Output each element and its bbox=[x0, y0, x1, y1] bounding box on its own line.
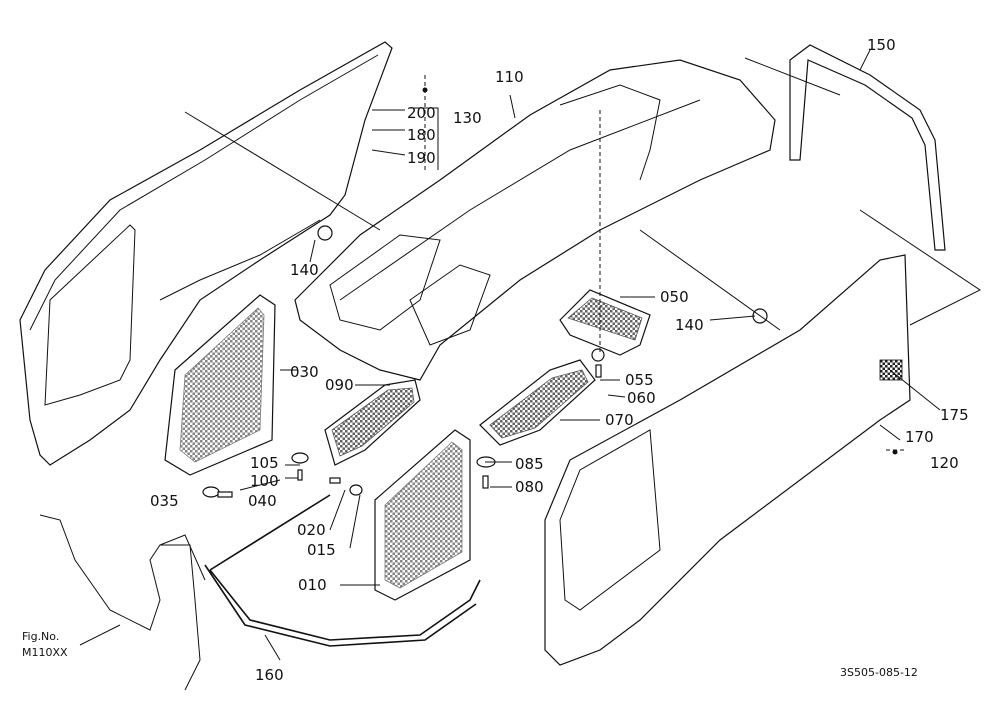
fig-no-label: Fig.No. bbox=[22, 630, 59, 643]
callout-090: 090 bbox=[325, 376, 354, 394]
callout-175: 175 bbox=[940, 406, 969, 424]
callout-015: 015 bbox=[307, 541, 336, 559]
fig-no-value: M110XX bbox=[22, 646, 68, 659]
callout-130: 130 bbox=[453, 109, 482, 127]
callout-180: 180 bbox=[407, 126, 436, 144]
callout-105: 105 bbox=[250, 454, 279, 472]
callout-100: 100 bbox=[250, 472, 279, 490]
left-side-panel bbox=[19, 41, 393, 466]
seal-160 bbox=[204, 494, 481, 647]
screen-010 bbox=[374, 429, 471, 601]
screen-030 bbox=[164, 294, 276, 476]
callout-190: 190 bbox=[407, 149, 436, 167]
callout-140-left: 140 bbox=[290, 261, 319, 279]
callout-200: 200 bbox=[407, 104, 436, 122]
fasteners bbox=[202, 225, 768, 498]
leader-lines bbox=[79, 49, 981, 661]
callout-050: 050 bbox=[660, 288, 689, 306]
callout-070: 070 bbox=[605, 411, 634, 429]
callout-020: 020 bbox=[297, 521, 326, 539]
callout-170: 170 bbox=[905, 428, 934, 446]
drawing-code: 3S505-085-12 bbox=[840, 666, 918, 679]
callout-110: 110 bbox=[495, 68, 524, 86]
callout-055: 055 bbox=[625, 371, 654, 389]
screen-070 bbox=[479, 359, 596, 446]
callout-060: 060 bbox=[627, 389, 656, 407]
bracket-050 bbox=[559, 289, 651, 356]
callout-010: 010 bbox=[298, 576, 327, 594]
callout-035: 035 bbox=[150, 492, 179, 510]
callout-085: 085 bbox=[515, 455, 544, 473]
callout-140-right: 140 bbox=[675, 316, 704, 334]
figure-reference: Fig.No. M110XX bbox=[22, 630, 68, 659]
callout-labels: 010 015 020 030 035 040 050 055 060 070 … bbox=[150, 36, 969, 684]
callout-160: 160 bbox=[255, 666, 284, 684]
hood-110 bbox=[294, 59, 776, 381]
strip-150 bbox=[789, 44, 946, 251]
callout-030: 030 bbox=[290, 363, 319, 381]
callout-080: 080 bbox=[515, 478, 544, 496]
callout-150: 150 bbox=[867, 36, 896, 54]
frame-fragment bbox=[39, 514, 206, 691]
callout-040: 040 bbox=[248, 492, 277, 510]
callout-120: 120 bbox=[930, 454, 959, 472]
